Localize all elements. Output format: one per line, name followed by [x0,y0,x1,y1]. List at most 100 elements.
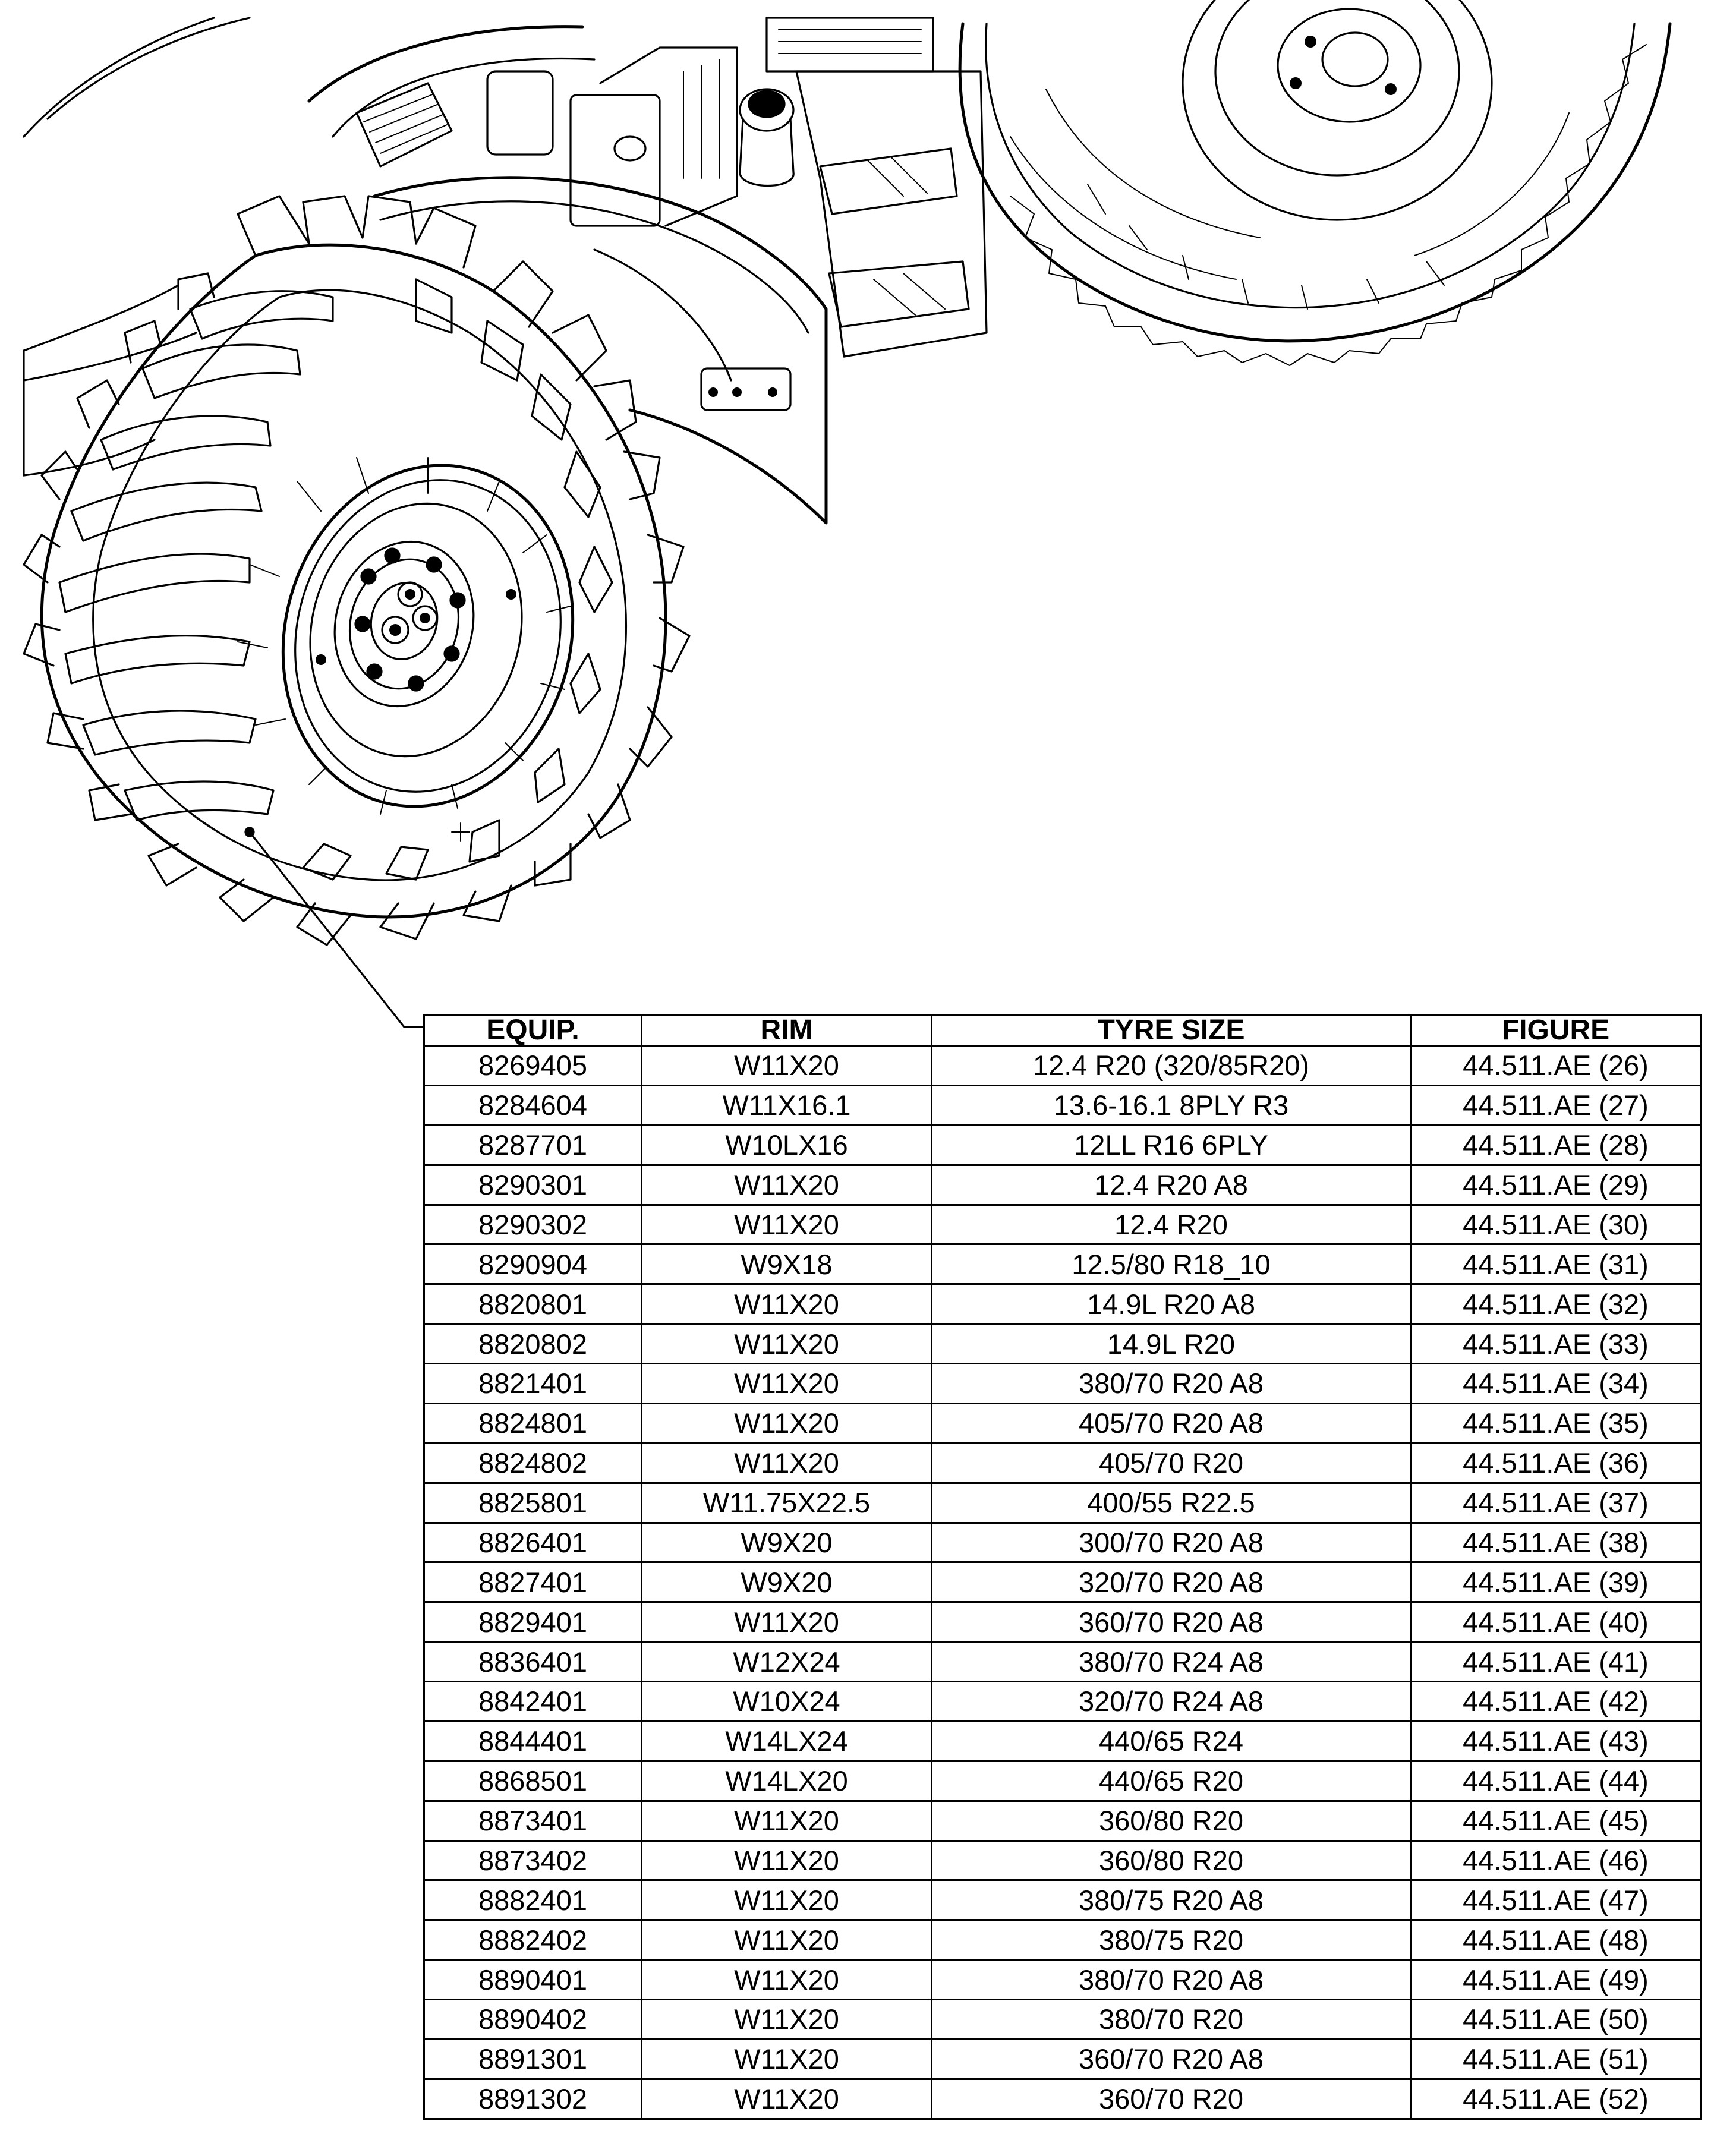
cell-figure: 44.511.AE (49) [1410,1959,1702,2000]
cell-figure: 44.511.AE (45) [1410,1800,1702,1842]
cell-equip: 8882401 [423,1879,642,1921]
cell-rim: W10X24 [641,1681,932,1722]
cell-rim: W11X20 [641,1800,932,1842]
cell-equip: 8290302 [423,1203,642,1246]
cell-tyre-size: 12.4 R20 A8 [931,1164,1412,1206]
cell-equip: 8826401 [423,1521,642,1564]
cell-equip: 8873401 [423,1800,642,1842]
cell-equip: 8890401 [423,1959,642,2000]
cell-tyre-size: 440/65 R24 [931,1720,1412,1762]
cell-tyre-size: 380/75 R20 [931,1919,1412,1961]
cell-rim: W9X18 [641,1243,932,1285]
header-rim: RIM [641,1014,932,1047]
cell-tyre-size: 300/70 R20 A8 [931,1521,1412,1564]
cell-figure: 44.511.AE (44) [1410,1760,1702,1802]
cell-equip: 8284604 [423,1084,642,1126]
cell-tyre-size: 320/70 R24 A8 [931,1681,1412,1722]
cell-equip: 8269405 [423,1045,642,1086]
cell-equip: 8287701 [423,1124,642,1166]
cell-tyre-size: 12.4 R20 [931,1203,1412,1246]
cell-figure: 44.511.AE (29) [1410,1164,1702,1206]
cell-figure: 44.511.AE (51) [1410,2038,1702,2080]
cell-equip: 8829401 [423,1601,642,1643]
cell-rim: W14LX24 [641,1720,932,1762]
cell-figure: 44.511.AE (32) [1410,1283,1702,1325]
cell-tyre-size: 405/70 R20 A8 [931,1402,1412,1444]
cell-equip: 8891302 [423,2078,642,2120]
cell-tyre-size: 400/55 R22.5 [931,1482,1412,1524]
cell-figure: 44.511.AE (47) [1410,1879,1702,1921]
cell-rim: W11X20 [641,1402,932,1444]
cell-tyre-size: 380/75 R20 A8 [931,1879,1412,1921]
cell-tyre-size: 14.9L R20 [931,1323,1412,1364]
cell-figure: 44.511.AE (52) [1410,2078,1702,2120]
cell-figure: 44.511.AE (48) [1410,1919,1702,1961]
cell-figure: 44.511.AE (27) [1410,1084,1702,1126]
cell-figure: 44.511.AE (33) [1410,1323,1702,1364]
cell-figure: 44.511.AE (39) [1410,1561,1702,1603]
callout-leader-line [248,831,424,1028]
cell-rim: W11X20 [641,1839,932,1882]
cell-rim: W11X20 [641,1959,932,2000]
cell-rim: W14LX20 [641,1760,932,1802]
cell-equip: 8824801 [423,1402,642,1444]
cell-tyre-size: 380/70 R20 [931,1999,1412,2040]
header-equip: EQUIP. [423,1014,642,1047]
cell-equip: 8821401 [423,1363,642,1404]
cell-tyre-size: 360/70 R20 A8 [931,1601,1412,1643]
header-figure: FIGURE [1410,1014,1702,1047]
cell-rim: W11X20 [641,1879,932,1921]
cell-equip: 8891301 [423,2038,642,2080]
cell-tyre-size: 12LL R16 6PLY [931,1124,1412,1166]
cell-figure: 44.511.AE (43) [1410,1720,1702,1762]
cell-tyre-size: 360/70 R20 A8 [931,2038,1412,2080]
cell-rim: W11X20 [641,1323,932,1364]
cell-figure: 44.511.AE (35) [1410,1402,1702,1444]
cell-rim: W11X20 [641,2078,932,2120]
cell-rim: W11X16.1 [641,1084,932,1126]
cell-figure: 44.511.AE (50) [1410,1999,1702,2040]
cell-figure: 44.511.AE (34) [1410,1363,1702,1404]
cell-tyre-size: 12.5/80 R18_10 [931,1243,1412,1285]
cell-equip: 8824802 [423,1442,642,1484]
cell-rim: W9X20 [641,1561,932,1603]
cell-equip: 8842401 [423,1681,642,1722]
cell-tyre-size: 440/65 R20 [931,1760,1412,1802]
cell-figure: 44.511.AE (41) [1410,1641,1702,1682]
cell-tyre-size: 405/70 R20 [931,1442,1412,1484]
cell-figure: 44.511.AE (42) [1410,1681,1702,1722]
cell-tyre-size: 380/70 R20 A8 [931,1959,1412,2000]
table-header-row: EQUIP. RIM TYRE SIZE FIGURE [423,1014,1702,1047]
cell-equip: 8868501 [423,1760,642,1802]
cell-equip: 8882402 [423,1919,642,1961]
cell-equip: 8890402 [423,1999,642,2040]
cell-equip: 8290301 [423,1164,642,1206]
cell-tyre-size: 360/80 R20 [931,1800,1412,1842]
cell-equip: 8825801 [423,1482,642,1524]
cell-tyre-size: 360/80 R20 [931,1839,1412,1882]
cell-figure: 44.511.AE (38) [1410,1521,1702,1564]
cell-tyre-size: 380/70 R24 A8 [931,1641,1412,1682]
cell-equip: 8820801 [423,1283,642,1325]
cell-figure: 44.511.AE (26) [1410,1045,1702,1086]
cell-equip: 8844401 [423,1720,642,1762]
cell-figure: 44.511.AE (30) [1410,1203,1702,1246]
cell-rim: W11X20 [641,1164,932,1206]
tractor-front-wheel-illustration [23,0,1672,1028]
